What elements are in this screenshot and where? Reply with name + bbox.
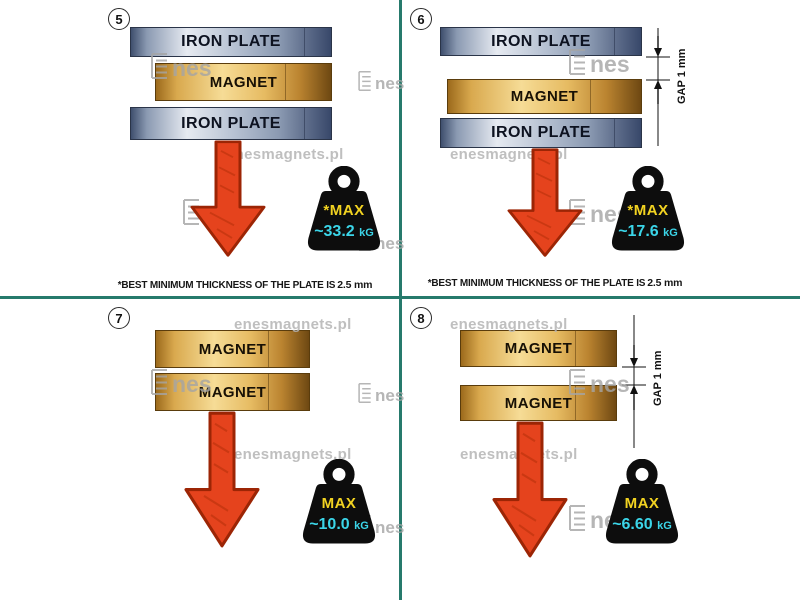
iron-plate-top-p6: IRON PLATE (440, 27, 642, 56)
enes-logo-icon (151, 369, 167, 395)
footnote-strong-p5: 2.5 mm (337, 279, 373, 291)
enes-logo-icon (569, 505, 585, 531)
weight-number-p8: ~6.60 (612, 515, 653, 533)
enes-logo-icon (569, 369, 585, 395)
kettlebell-icon (611, 166, 685, 251)
weight-value-p7: ~10.0 kG (291, 516, 387, 534)
down-arrow-icon (190, 140, 266, 257)
kettlebell-icon (307, 166, 381, 251)
pull-force-arrow-p6 (507, 148, 583, 258)
iron-plate-top-p5: IRON PLATE (130, 27, 332, 57)
panel-number-5: 5 (108, 8, 130, 30)
gap-dimension-p8: GAP 1 mm (622, 315, 668, 450)
gap-label-p6: GAP 1 mm (676, 48, 688, 104)
weight-unit-p5: kG (359, 226, 374, 239)
watermark-brand: nes (375, 518, 405, 537)
down-arrow-icon (492, 421, 568, 558)
watermark-brand: nes (172, 55, 212, 81)
watermark-brand: nes (375, 386, 405, 405)
watermark-brand: nes (375, 234, 405, 253)
magnet-top-p7: MAGNET (155, 330, 310, 368)
watermark-brand: nes (590, 51, 630, 77)
enes-logo-icon (151, 53, 167, 79)
down-arrow-icon (507, 148, 583, 257)
weight-max-label-p7: MAX (321, 494, 357, 512)
weight-unit-p6: kG (663, 226, 678, 239)
enes-logo-icon (358, 382, 371, 404)
kettlebell-icon (302, 459, 376, 544)
watermark-logo: nes (148, 52, 212, 80)
magnet-bottom-p8: MAGNET (460, 385, 617, 421)
watermark-brand: nes (375, 74, 405, 93)
weight-number-p7: ~10.0 (309, 515, 350, 533)
enes-logo-icon (569, 49, 585, 75)
dimension-lines-icon (622, 315, 646, 448)
watermark-logo: nes (148, 368, 212, 396)
weight-value-p8: ~6.60 kG (594, 516, 690, 534)
watermark-url: enesmagnets.pl (226, 146, 344, 163)
weight-value-p5: ~33.2 kG (296, 223, 392, 241)
watermark-url: enesmagnets.pl (234, 446, 352, 463)
footnote-text-p6: *BEST MINIMUM THICKNESS OF THE PLATE IS (427, 278, 646, 289)
weight-unit-p8: kG (657, 519, 672, 532)
footnote-strong-p6: 2.5 mm (647, 277, 683, 289)
gap-dimension-p6: GAP 1 mm (646, 28, 692, 148)
vertical-divider (399, 0, 402, 600)
magnet-bottom-p7: MAGNET (155, 373, 310, 411)
panel-number-6: 6 (410, 8, 432, 30)
kettlebell-icon (605, 459, 679, 544)
watermark-url: enesmagnets.pl (234, 316, 352, 333)
watermark-logo: nes (566, 48, 630, 76)
weight-max-label-p5: *MAX (323, 201, 365, 219)
iron-plate-bottom-p6: IRON PLATE (440, 118, 642, 148)
weight-p6: *MAX ~17.6 kG (600, 166, 696, 262)
watermark-brand: nes (172, 371, 212, 397)
down-arrow-icon (184, 411, 260, 548)
dimension-lines-icon (646, 28, 670, 146)
weight-number-p5: ~33.2 (314, 222, 355, 240)
horizontal-divider (0, 296, 800, 299)
weight-p7: MAX ~10.0 kG (291, 459, 387, 555)
panel-number-8: 8 (410, 307, 432, 329)
panel-number-7: 7 (108, 307, 130, 329)
weight-value-p6: ~17.6 kG (600, 223, 696, 241)
watermark-url: enesmagnets.pl (450, 316, 568, 333)
pull-force-arrow-p8 (492, 421, 568, 559)
weight-p5: *MAX ~33.2 kG (296, 166, 392, 262)
weight-p8: MAX ~6.60 kG (594, 459, 690, 555)
watermark-logo: nes (566, 368, 630, 396)
watermark-logo: nes (356, 382, 404, 404)
weight-max-label-p8: MAX (624, 494, 660, 512)
weight-number-p6: ~17.6 (618, 222, 659, 240)
magnet-p6: MAGNET (447, 79, 642, 114)
enes-logo-icon (358, 70, 371, 92)
iron-plate-bottom-p5: IRON PLATE (130, 107, 332, 140)
pull-force-arrow-p5 (190, 140, 266, 258)
weight-unit-p7: kG (354, 519, 369, 532)
weight-max-label-p6: *MAX (627, 201, 669, 219)
pull-force-arrow-p7 (184, 411, 260, 549)
magnet-p5: MAGNET (155, 63, 332, 101)
footnote-text-p5: *BEST MINIMUM THICKNESS OF THE PLATE IS (117, 280, 336, 291)
magnet-top-p8: MAGNET (460, 330, 617, 367)
watermark-brand: nes (590, 371, 630, 397)
watermark-logo: nes (356, 70, 404, 92)
gap-label-p8: GAP 1 mm (652, 350, 664, 406)
